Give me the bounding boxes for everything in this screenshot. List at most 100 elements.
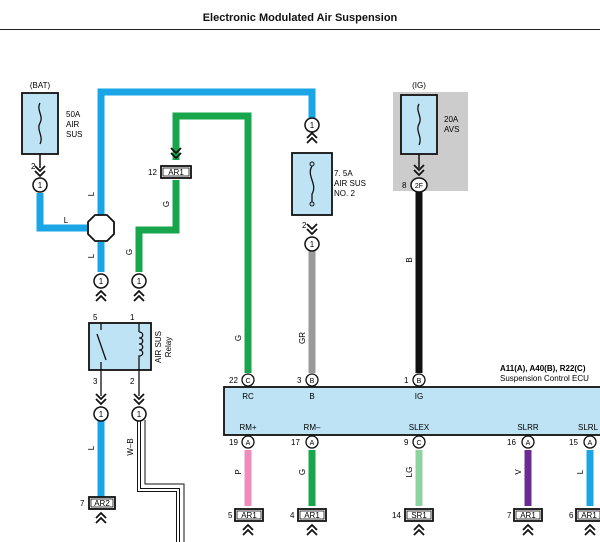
- fuse-ig-pin: 8: [402, 181, 407, 190]
- fuse-bat-rating: 50A: [66, 110, 81, 119]
- fuse-ig-rating: 20A: [444, 115, 459, 124]
- ig-connector-circle: [410, 177, 428, 193]
- svg-text:B: B: [417, 378, 422, 385]
- wire-label-lg: LG: [405, 467, 414, 478]
- wire-wb-2: [144, 420, 185, 542]
- fuse2-top-chevron-icon: [306, 132, 318, 144]
- fuse2-top-circle: [304, 117, 320, 133]
- bottom-connector-chevron-icon: [413, 524, 425, 536]
- ar1-top-name: AR1: [168, 168, 184, 177]
- title-rule: [0, 29, 600, 30]
- svg-text:B: B: [309, 392, 314, 401]
- wire-label-g-rm: G: [298, 469, 307, 475]
- relay-name-2: Relay: [164, 337, 173, 357]
- svg-text:AR1: AR1: [304, 511, 320, 520]
- wire-label-b: B: [405, 257, 414, 262]
- relay-top-left-circle-label: 1: [99, 277, 104, 286]
- relay-bottom-left-circle-label: 1: [99, 410, 104, 419]
- relay-pin-1: 1: [130, 313, 135, 322]
- ecu-bottom-pin: SLEX 9 C: [404, 423, 430, 449]
- wire-label-l-slrl: L: [576, 469, 585, 474]
- ig-connector-label: 2F: [415, 183, 423, 190]
- fuse2-name-2: NO. 2: [334, 189, 355, 198]
- svg-text:A: A: [310, 440, 315, 447]
- ig-source-label: (IG): [412, 81, 426, 90]
- svg-text:22: 22: [229, 376, 238, 385]
- bat-source-label: (BAT): [30, 81, 51, 90]
- svg-text:1: 1: [404, 376, 409, 385]
- ar2-pin: 7: [80, 499, 85, 508]
- relay-pin-2: 2: [130, 377, 135, 386]
- svg-text:19: 19: [229, 438, 238, 447]
- svg-text:B: B: [310, 378, 315, 385]
- bottom-connector-chevron-icon: [522, 524, 534, 536]
- relay-top-right-circle-label: 1: [137, 277, 142, 286]
- ecu-top-pin: 3 B B: [297, 373, 319, 401]
- relay-top-left-chevron-icon: [95, 290, 107, 302]
- wire-label-g-1: G: [162, 201, 171, 207]
- wire-label-l-3: L: [87, 253, 96, 258]
- ecu-top-pin: 1 B IG: [404, 373, 426, 401]
- relay-switch-icon: [96, 333, 107, 361]
- relay-pin-5: 5: [93, 313, 98, 322]
- svg-text:7: 7: [507, 511, 512, 520]
- ecu-name: Suspension Control ECU: [500, 374, 589, 383]
- svg-text:17: 17: [291, 438, 300, 447]
- ecu-bottom-pin: RM+ 19 A: [229, 423, 257, 449]
- bottom-connector: 6 AR1: [569, 508, 600, 536]
- ar2-chevron-icon: [95, 512, 107, 524]
- bottom-connector-chevron-icon: [242, 524, 254, 536]
- fuse2-bottom-circle: [304, 236, 320, 252]
- svg-text:A: A: [246, 440, 251, 447]
- ar2-connector: [88, 496, 116, 510]
- ecu-bottom-pin: SLRR 16 A: [507, 423, 539, 449]
- svg-text:9: 9: [404, 438, 409, 447]
- bottom-connector-chevron-icon: [584, 524, 596, 536]
- svg-text:15: 15: [569, 438, 578, 447]
- fuse-ig-name: AVS: [444, 125, 459, 134]
- svg-text:C: C: [416, 440, 421, 447]
- svg-text:IG: IG: [415, 392, 423, 401]
- wire-l-bat: [36, 193, 88, 232]
- fuse2-top-pin: 1: [310, 121, 315, 130]
- svg-text:A: A: [526, 440, 531, 447]
- relay-bottom-right-circle-label: 1: [137, 410, 142, 419]
- wire-label-wb: W–B: [126, 438, 135, 455]
- bat-connector-label: 1: [38, 181, 43, 190]
- ecu-top-pin: 22 C RC: [229, 373, 255, 401]
- svg-text:SLRR: SLRR: [517, 423, 539, 432]
- bottom-connector: 7 AR1: [507, 508, 543, 536]
- ar1-top-pin: 12: [148, 168, 157, 177]
- wire-g-relay: [135, 180, 180, 272]
- relay-name-1: AIR SUS: [154, 331, 163, 363]
- ecu-connectors: A11(A), A40(B), R22(C): [500, 364, 586, 373]
- relay-body: [88, 322, 152, 371]
- ar2-name: AR2: [94, 499, 110, 508]
- fuse2-name-1: AIR SUS: [334, 179, 366, 188]
- wire-label-g-2: G: [125, 249, 134, 255]
- junction-node: [87, 214, 115, 242]
- relay-top-left-circle: [93, 273, 109, 289]
- wire-label-l-4: L: [87, 445, 96, 450]
- page-title: Electronic Modulated Air Suspension: [202, 12, 398, 24]
- bat-connector-circle: [32, 177, 48, 193]
- relay-coil-icon: [138, 331, 144, 370]
- wire-label-l-1: L: [87, 191, 96, 196]
- ecu-bottom-pin: RM– 17 A: [291, 423, 321, 449]
- fuse2-bottom-circle-label: 1: [310, 240, 315, 249]
- wire-g-rc: [172, 112, 252, 373]
- relay-bottom-left-circle: [93, 406, 109, 422]
- svg-text:SLEX: SLEX: [409, 423, 430, 432]
- fuse2-bottom-chevron-icon: [306, 223, 318, 235]
- relay-bottom-right-circle: [131, 406, 147, 422]
- ecu-bottom-pin: SLRL 15 A: [569, 423, 599, 449]
- fuse-airsus2: [291, 152, 333, 216]
- wire-label-v: V: [514, 469, 523, 475]
- svg-text:AR1: AR1: [520, 511, 536, 520]
- svg-text:5: 5: [228, 511, 233, 520]
- wire-label-l-2: L: [64, 216, 69, 225]
- relay-top-right-chevron-icon: [133, 290, 145, 302]
- svg-text:SLRL: SLRL: [578, 423, 599, 432]
- svg-text:RM+: RM+: [239, 423, 256, 432]
